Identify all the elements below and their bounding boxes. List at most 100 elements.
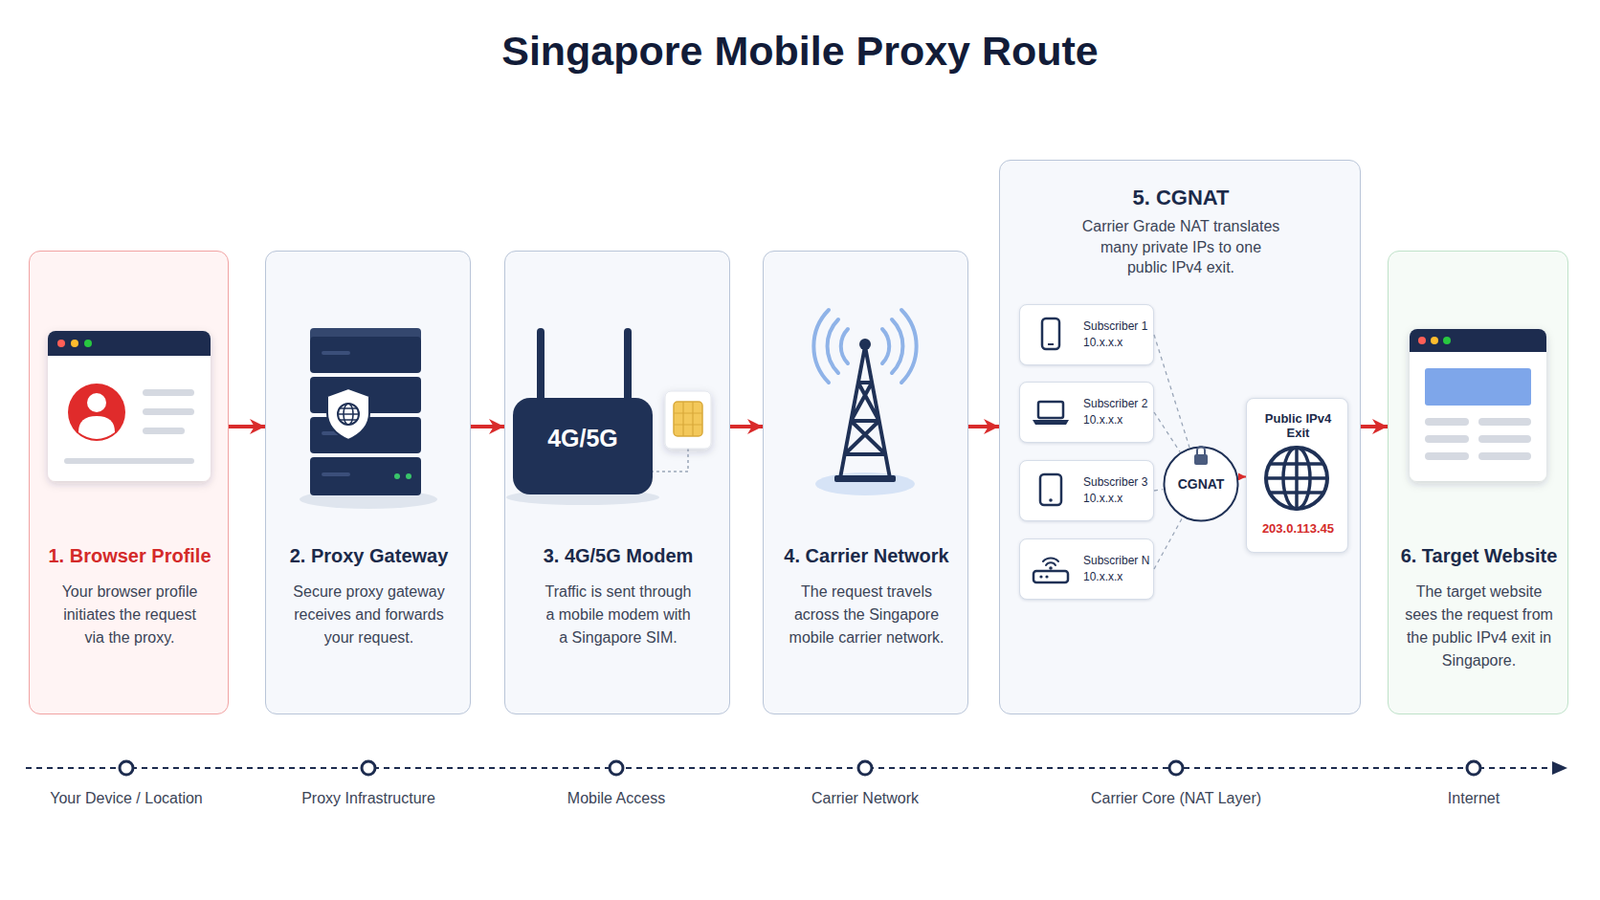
server-stack-icon-part [337,403,359,425]
server-stack-icon-part [343,403,354,425]
stage-card: 3. 4G/5G ModemTraffic is sent through a … [504,250,731,715]
private-ip: 10.x.x.x [1083,412,1153,428]
modem-icon [506,328,712,506]
subscriber-box: Subscriber N10.x.x.x [1019,538,1155,600]
browser-window-icon-part [47,331,211,482]
stage-description: The target website sees the request from… [1404,580,1554,673]
flow-arrow [730,424,763,429]
target-website-icon-part [1478,452,1532,461]
server-stack-icon-part [337,408,359,421]
device-icons-part [1042,318,1060,350]
stage-card: 5. CGNATCarrier Grade NAT translates man… [999,159,1361,715]
device-icons-part [1043,558,1059,566]
private-ip: 10.x.x.x [1083,490,1153,507]
timeline-part [1169,761,1183,776]
server-stack-icon-part [310,377,422,414]
target-website-icon-part [1478,435,1532,444]
modem-icon-part [623,328,632,405]
stage-card: 6. Target WebsiteThe target website sees… [1387,250,1569,715]
server-stack-icon-part [299,489,438,510]
device-icons-part [1032,420,1069,425]
diagram-title: Singapore Mobile Proxy Route [0,24,1600,77]
browser-window-icon-part [84,339,92,348]
device-icons [1032,318,1069,583]
target-website-icon [1409,329,1547,482]
nat-link [1154,517,1183,570]
cell-tower-icon-part [859,338,871,351]
nat-link [1154,489,1163,491]
target-website-icon-part [1424,418,1469,426]
subscriber-name: Subscriber 1 [1083,318,1153,334]
modem-icon-part [673,401,703,437]
cell-tower-icon [813,310,916,496]
modem-icon-part [536,328,545,405]
browser-window-icon-part [70,339,79,348]
device-icons-part [1048,566,1053,571]
lock-icon-part [1197,446,1205,456]
subscriber-name: Subscriber N [1083,553,1153,569]
flow-arrow [1238,475,1246,478]
private-ip: 10.x.x.x [1083,569,1153,585]
stage-title: 2. Proxy Gateway [266,544,472,568]
browser-window-icon [47,331,211,482]
timeline-part [1552,761,1568,776]
browser-window-icon-part [87,393,107,413]
device-icons-part [1040,474,1062,506]
globe-icon-part [1283,447,1311,510]
stage-description: Your browser profile initiates the reque… [58,580,202,650]
timeline-label: Proxy Infrastructure [301,790,436,808]
server-stack-icon-part [327,388,370,441]
browser-window-icon-part [57,339,66,348]
modem-icon-part [652,448,689,472]
browser-window-icon-part [142,389,195,397]
nat-link [1154,412,1180,453]
device-icons-part [1048,498,1053,503]
nat-circle: CGNAT [1162,445,1240,523]
exit-box: Public IPv4 Exit203.0.113.45 [1245,398,1349,554]
timeline-part [361,761,376,776]
stage-description: The request travels across the Singapore… [787,580,946,650]
server-stack-icon-part [310,457,422,496]
stage-title: 1. Browser Profile [29,544,230,568]
globe-icon-part [1266,447,1328,510]
browser-window-icon-part [47,331,211,356]
lock-icon-part [1194,454,1208,466]
nat-link [1154,334,1190,448]
flow-arrow [228,424,266,429]
subscriber-name: Subscriber 2 [1083,396,1153,412]
server-stack-icon [299,328,438,510]
device-icons-part [1033,571,1068,583]
target-website-icon-part [1424,435,1469,444]
device-icons-part [1038,401,1064,419]
target-website-icon-part [1443,336,1451,345]
browser-window-icon-part [142,427,185,435]
timeline-part [1466,761,1481,776]
timeline-part [25,767,1555,770]
cell-tower-icon-part [815,472,915,496]
browser-window-icon-part [64,458,195,465]
target-website-icon-part [1409,329,1547,482]
modem-icon-part [673,401,703,437]
timeline-part [609,761,623,776]
server-stack-icon-part [321,472,351,477]
stage-title: 3. 4G/5G Modem [505,544,732,568]
globe-icon [1266,447,1328,510]
browser-window-icon-part [67,383,126,442]
cell-tower-icon-part [840,346,890,479]
globe-icon-part [1266,447,1328,510]
browser-window-icon-part [142,408,195,416]
stage-card: 1. Browser ProfileYour browser profile i… [28,250,229,715]
target-website-icon-part [1409,329,1547,353]
target-website-icon-part [1430,336,1439,345]
subscriber-box: Subscriber 310.x.x.x [1019,460,1155,522]
exit-title: Public IPv4 Exit [1257,411,1339,441]
modem-label: 4G/5G [547,424,619,453]
timeline-label: Carrier Core (NAT Layer) [1090,790,1262,808]
subscriber-name: Subscriber 3 [1083,474,1153,490]
server-stack-icon-part [310,336,422,374]
stage-description: Secure proxy gateway receives and forwar… [289,580,448,650]
modem-icon-part [512,398,653,495]
target-website-icon-part [1418,336,1426,345]
